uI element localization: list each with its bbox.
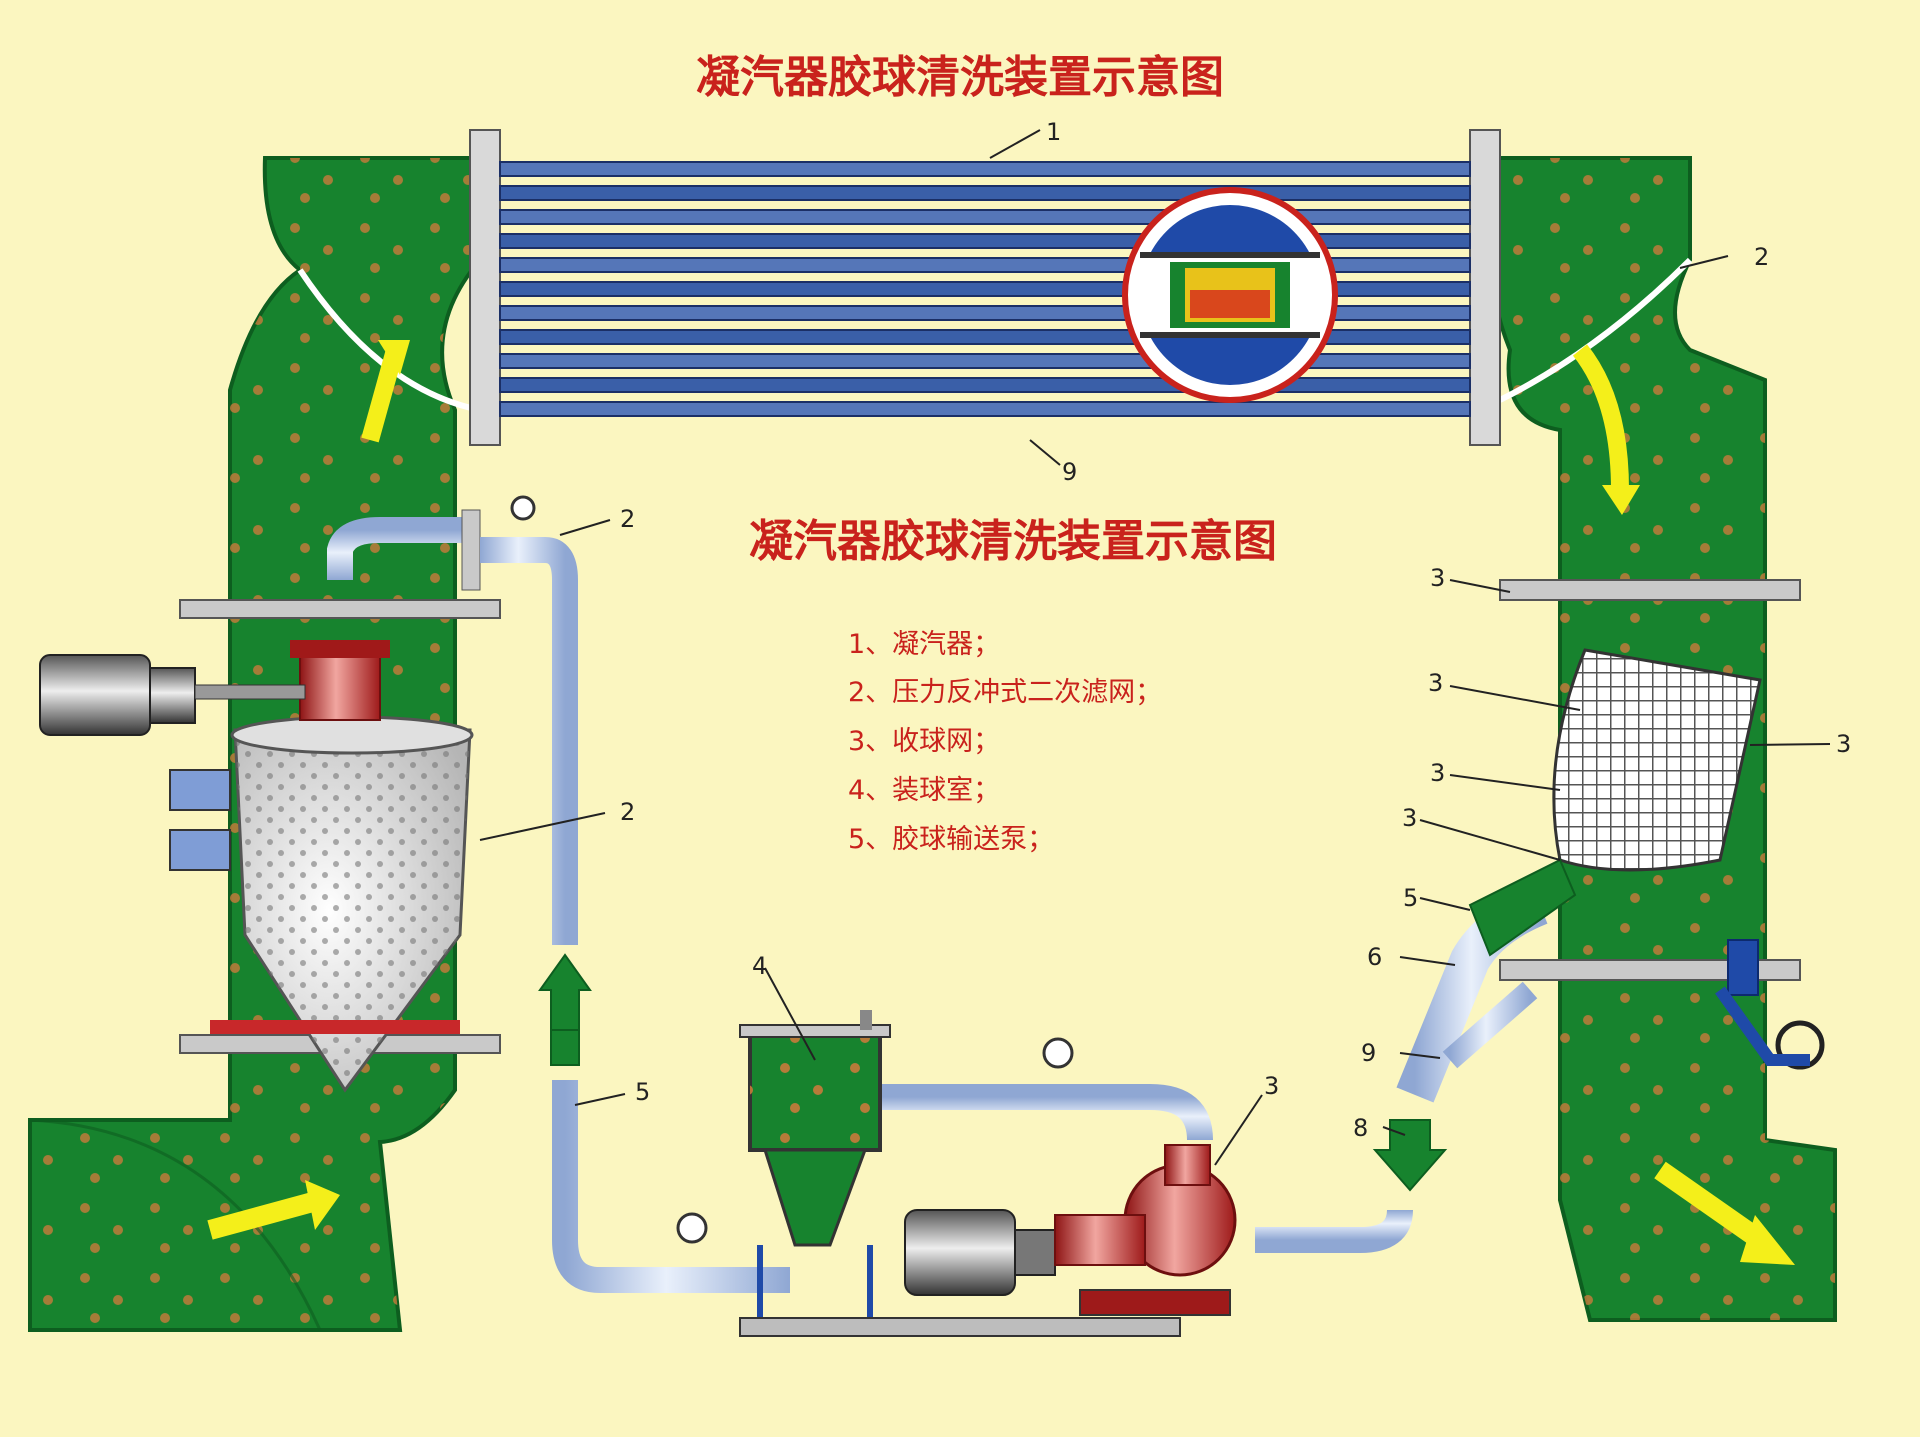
flow-arrow-icon: [1372, 1119, 1448, 1192]
pressure-gauge-icon: [1042, 1037, 1074, 1069]
right-water-duct: [1488, 156, 1837, 1322]
callout-9-condenser: 9: [1062, 458, 1077, 486]
legend-item-4: 4、装球室；: [848, 775, 1000, 806]
callout-5-right: 5: [1403, 884, 1418, 912]
condenser-tube: [499, 377, 1471, 393]
callout-6-right: 6: [1367, 943, 1382, 971]
condenser-tube: [499, 401, 1471, 417]
callout-1: 1: [1046, 118, 1061, 146]
callout-3-r2: 3: [1428, 669, 1443, 697]
pressure-gauge-icon: [676, 1212, 708, 1244]
ball-transfer-pump: [904, 1144, 1237, 1316]
callout-9-right: 9: [1361, 1039, 1376, 1067]
legend-item-3: 3、收球网；: [848, 726, 1000, 757]
top-title: 凝汽器胶球清洗装置示意图: [696, 52, 1224, 103]
callout-4: 4: [752, 952, 767, 980]
legend: 1、凝汽器； 2、压力反冲式二次滤网； 3、收球网； 4、装球室； 5、胶球输送…: [848, 629, 1162, 855]
callout-lines: [479, 129, 1831, 1166]
motor-icon: [904, 1209, 1056, 1296]
filter-drive-pump-icon: [299, 649, 381, 721]
motor-icon: [39, 654, 306, 736]
condenser-tube: [499, 185, 1471, 201]
condenser: [469, 129, 1501, 446]
pump-icon: [1054, 1144, 1237, 1316]
condenser-tube: [499, 209, 1471, 225]
callout-8-right: 8: [1353, 1114, 1368, 1142]
secondary-filter: [39, 599, 501, 1093]
callout-3-r4: 3: [1430, 759, 1445, 787]
middle-title: 凝汽器胶球清洗装置示意图: [749, 516, 1277, 567]
condenser-tube: [499, 353, 1471, 369]
callout-3-pump: 3: [1264, 1072, 1279, 1100]
legend-item-5: 5、胶球输送泵；: [848, 824, 1054, 855]
callout-3-r5: 3: [1402, 804, 1417, 832]
callout-2-right: 2: [1754, 243, 1769, 271]
valve-handwheel-icon: [1775, 1020, 1825, 1070]
callout-3-r3: 3: [1836, 730, 1851, 758]
net-actuator: [1727, 939, 1759, 996]
callout-3-r1: 3: [1430, 564, 1445, 592]
callout-2-pipe: 2: [620, 505, 635, 533]
callout-2-filter: 2: [620, 798, 635, 826]
ball-return-pipes: [327, 495, 1577, 1293]
callout-5-left: 5: [635, 1078, 650, 1106]
legend-item-1: 1、凝汽器；: [848, 629, 1000, 660]
condenser-tube: [499, 161, 1471, 177]
pressure-gauge-icon: [510, 495, 536, 521]
ball-loading-chamber: [739, 1010, 1181, 1337]
flow-arrow-icon: [207, 1190, 323, 1240]
legend-item-2: 2、压力反冲式二次滤网；: [848, 677, 1162, 708]
